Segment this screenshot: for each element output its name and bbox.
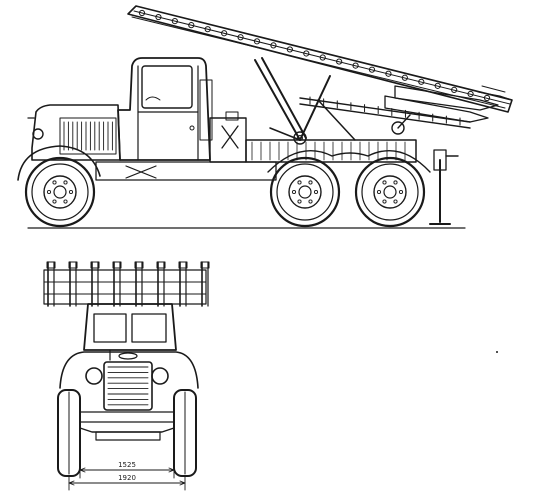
bonnet-louvres [63,121,113,151]
front-view: 1525 1920 [43,261,210,491]
front-launcher-rails [46,261,210,307]
front-cab [83,303,177,351]
dimension-lines [68,467,186,491]
dimension-outer-width: 1920 [118,474,136,482]
rail-holes [138,9,491,102]
mudguards [17,145,431,181]
side-view [17,5,513,229]
headlamp-right [151,367,169,385]
wheel-front [24,156,96,228]
rear-jack [429,149,459,225]
launcher-rail [127,5,513,129]
cargo-bed [95,111,417,181]
wheel-rear-1 [269,156,341,228]
wheel-bolts [46,180,404,204]
stray-mark [496,351,498,353]
dimension-inner-track: 1525 [118,461,136,469]
launcher-supports [254,57,411,145]
wheel-rear-2 [354,156,426,228]
cab [117,57,213,161]
headlamp-left [85,367,103,385]
radiator-grille [103,352,153,411]
bonnet [27,104,121,161]
